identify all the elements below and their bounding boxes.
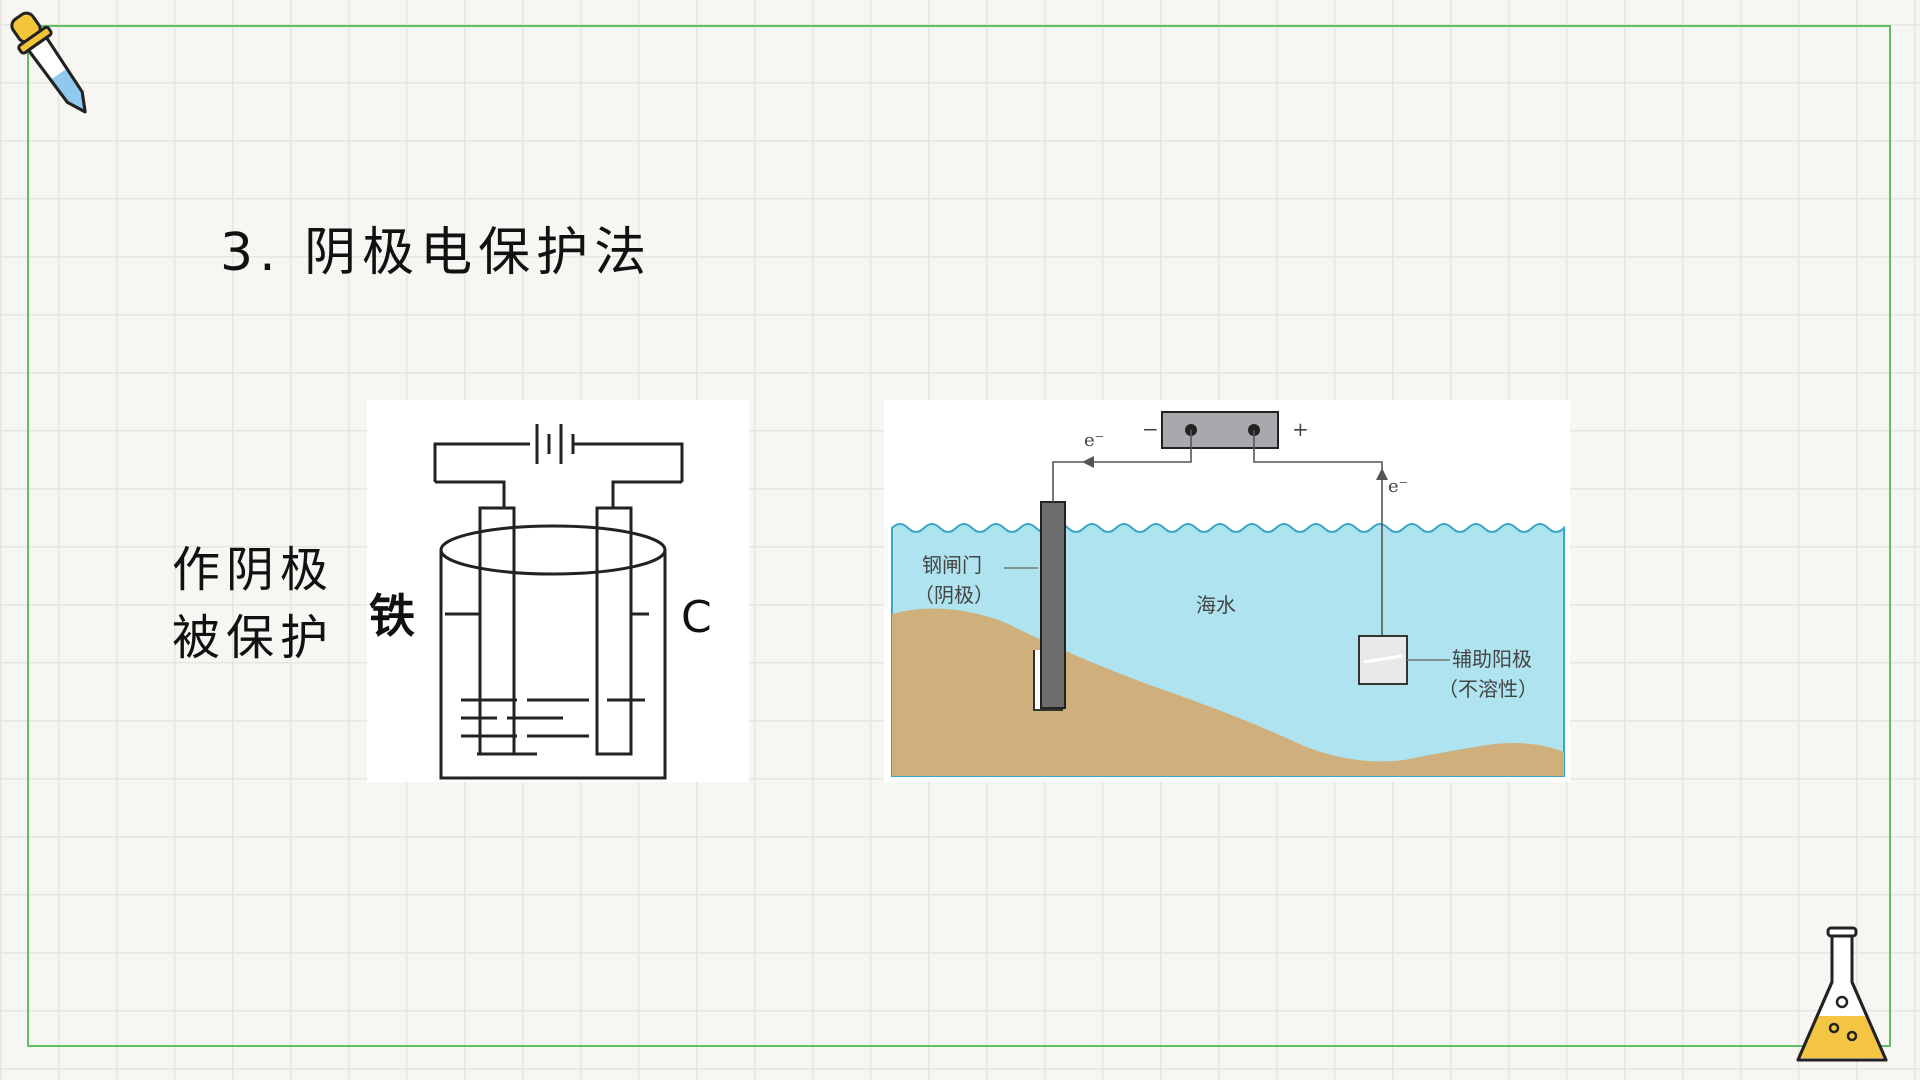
steel-gate xyxy=(1040,501,1066,709)
dropper-icon xyxy=(10,11,87,114)
seawater-protection-svg: e⁻ e⁻ − + 钢闸门 （阴极） 海水 辅助阳极 （不溶性） xyxy=(891,411,1565,777)
slide-frame xyxy=(27,25,1891,1047)
slide-title: 3. 阴极电保护法 xyxy=(220,223,653,283)
electron-label-left: e⁻ xyxy=(1084,430,1104,451)
seawater-protection-diagram: e⁻ e⁻ − + 钢闸门 （阴极） 海水 辅助阳极 （不溶性） xyxy=(884,400,1570,782)
steel-gate-label: 钢闸门 xyxy=(922,553,982,577)
electrolytic-cell-diagram: 铁 C xyxy=(367,400,749,782)
power-supply xyxy=(1161,411,1279,449)
terminal-plus: + xyxy=(1292,417,1309,441)
auxiliary-anode xyxy=(1358,635,1408,685)
side-label-line2: 被保护 xyxy=(172,610,335,666)
electron-label-right: e⁻ xyxy=(1388,476,1408,497)
iron-label: 铁 xyxy=(369,589,415,643)
insoluble-label: （不溶性） xyxy=(1438,677,1538,701)
terminal-minus: − xyxy=(1142,417,1159,441)
carbon-label: C xyxy=(681,592,712,643)
cathode-label: （阴极） xyxy=(914,583,994,607)
electrolytic-cell-svg: 铁 C xyxy=(369,424,712,780)
seawater-label: 海水 xyxy=(1196,593,1236,617)
auxiliary-anode-label: 辅助阳极 xyxy=(1452,647,1532,671)
flask-icon xyxy=(1796,926,1888,1062)
side-label-line1: 作阴极 xyxy=(172,542,335,598)
